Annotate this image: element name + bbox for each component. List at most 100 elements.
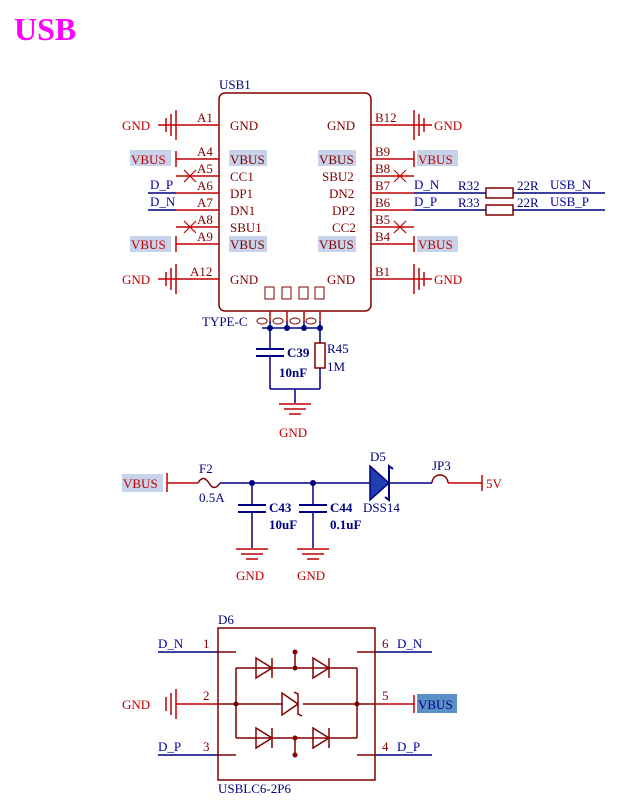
pin-name-b4: VBUS [319,237,354,252]
vbus-label: VBUS [123,476,158,491]
nc-b8-icon [393,169,407,183]
pin-a12: A12 [190,264,212,279]
ground-icon [158,264,177,294]
r33-value: 22R [517,195,539,210]
net-dp-label: D_P [397,739,420,754]
vbus-label: VBUS [418,237,453,252]
gnd-label: GND [122,697,150,712]
f2-ref: F2 [199,461,213,476]
c39-value: 10nF [279,365,307,380]
pin-name-a7: DN1 [230,203,255,218]
pin-name-a1: GND [230,118,258,133]
fuse-icon [197,477,221,489]
pin-b8: B8 [375,161,390,176]
net-5v-label: 5V [486,476,503,491]
ground-icon [297,548,329,560]
d5-ref: D5 [370,449,386,464]
r32-resistor [485,187,514,199]
net-dn-label: D_N [158,636,184,651]
gnd-label: GND [122,118,150,133]
gnd-label: GND [297,568,325,583]
pin-a5: A5 [197,161,213,176]
net-usb-p-label: USB_P [550,194,589,209]
pin-name-b1: GND [327,272,355,287]
r45-value: 1M [327,359,346,374]
d6-pin-6: 6 [382,636,389,651]
r33-resistor [485,204,514,216]
usb1-right-nets: GND VBUS D_N R32 22R USB_N D_P R33 22R U… [413,110,605,294]
pin-b12: B12 [375,110,397,125]
pin-name-b5: CC2 [332,220,356,235]
pin-name-b9: VBUS [319,152,354,167]
shield-pins [256,286,325,325]
gnd-label: GND [279,425,307,440]
nc-a8-icon [183,220,197,234]
d6-pin-3: 3 [203,739,210,754]
r33-ref: R33 [458,195,480,210]
net-dp-label: D_P [150,177,173,192]
jp3-ref: JP3 [432,458,451,473]
pin-b9: B9 [375,144,390,159]
net-dn-label: D_N [150,194,176,209]
vbus-label: VBUS [418,152,453,167]
net-dp-label: D_P [158,739,181,754]
vbus-label: VBUS [418,697,453,712]
d5-value: DSS14 [363,500,400,515]
pin-b4: B4 [375,229,391,244]
schottky-diode-icon [369,464,391,502]
pin-name-a8: SBU1 [230,220,262,235]
pin-a4: A4 [197,144,213,159]
gnd-label: GND [434,118,462,133]
ground-icon [413,110,432,140]
ground-icon [158,110,177,140]
pin-name-b6: DP2 [332,203,355,218]
pin-name-a12: GND [230,272,258,287]
r45-ref: R45 [327,341,349,356]
pin-name-a6: DP1 [230,186,253,201]
pin-name-b8: SBU2 [322,169,354,184]
c44-ref: C44 [330,500,353,515]
c44-value: 0.1uF [330,517,361,532]
ground-icon [165,689,177,719]
vbus-label: VBUS [131,237,166,252]
pin-b1: B1 [375,264,390,279]
gnd-label: GND [122,272,150,287]
nc-b5-icon [393,220,407,234]
ground-icon [413,264,432,294]
pin-name-a5: CC1 [230,169,254,184]
vbus-label: VBUS [131,152,166,167]
shield-rc-network: C39 10nF R45 1M GND [256,321,349,440]
d6-pin-4: 4 [382,739,389,754]
d6-ref: D6 [218,612,234,627]
pin-name-b7: DN2 [329,186,354,201]
pin-b6: B6 [375,195,391,210]
r45-resistor [314,342,326,369]
pin-a6: A6 [197,178,213,193]
pin-a9: A9 [197,229,213,244]
pin-name-a9: VBUS [230,237,265,252]
c43-value: 10uF [269,517,297,532]
gnd-label: GND [434,272,462,287]
usb1-connector: USB1 A1 A4 A5 A6 A7 A8 A9 A12 GND [176,77,414,329]
pin-b5: B5 [375,212,390,227]
ground-icon [236,548,268,560]
d6-value: USBLC6-2P6 [218,781,291,796]
usb1-body [218,92,372,312]
r32-value: 22R [517,178,539,193]
f2-value: 0.5A [199,490,225,505]
net-dn-label: D_N [397,636,423,651]
ground-icon [279,403,311,415]
power-input-circuit: VBUS F2 0.5A C43 10uF GND C44 0.1uF [122,449,503,583]
pin-a7: A7 [197,195,213,210]
c39-ref: C39 [287,345,310,360]
net-usb-n-label: USB_N [550,177,592,192]
jumper-icon [431,474,449,484]
pin-a1: A1 [197,110,213,125]
gnd-label: GND [236,568,264,583]
pin-a8: A8 [197,212,213,227]
sheet-title: USB [14,11,76,47]
d6-pin-5: 5 [382,688,389,703]
pin-b7: B7 [375,178,391,193]
